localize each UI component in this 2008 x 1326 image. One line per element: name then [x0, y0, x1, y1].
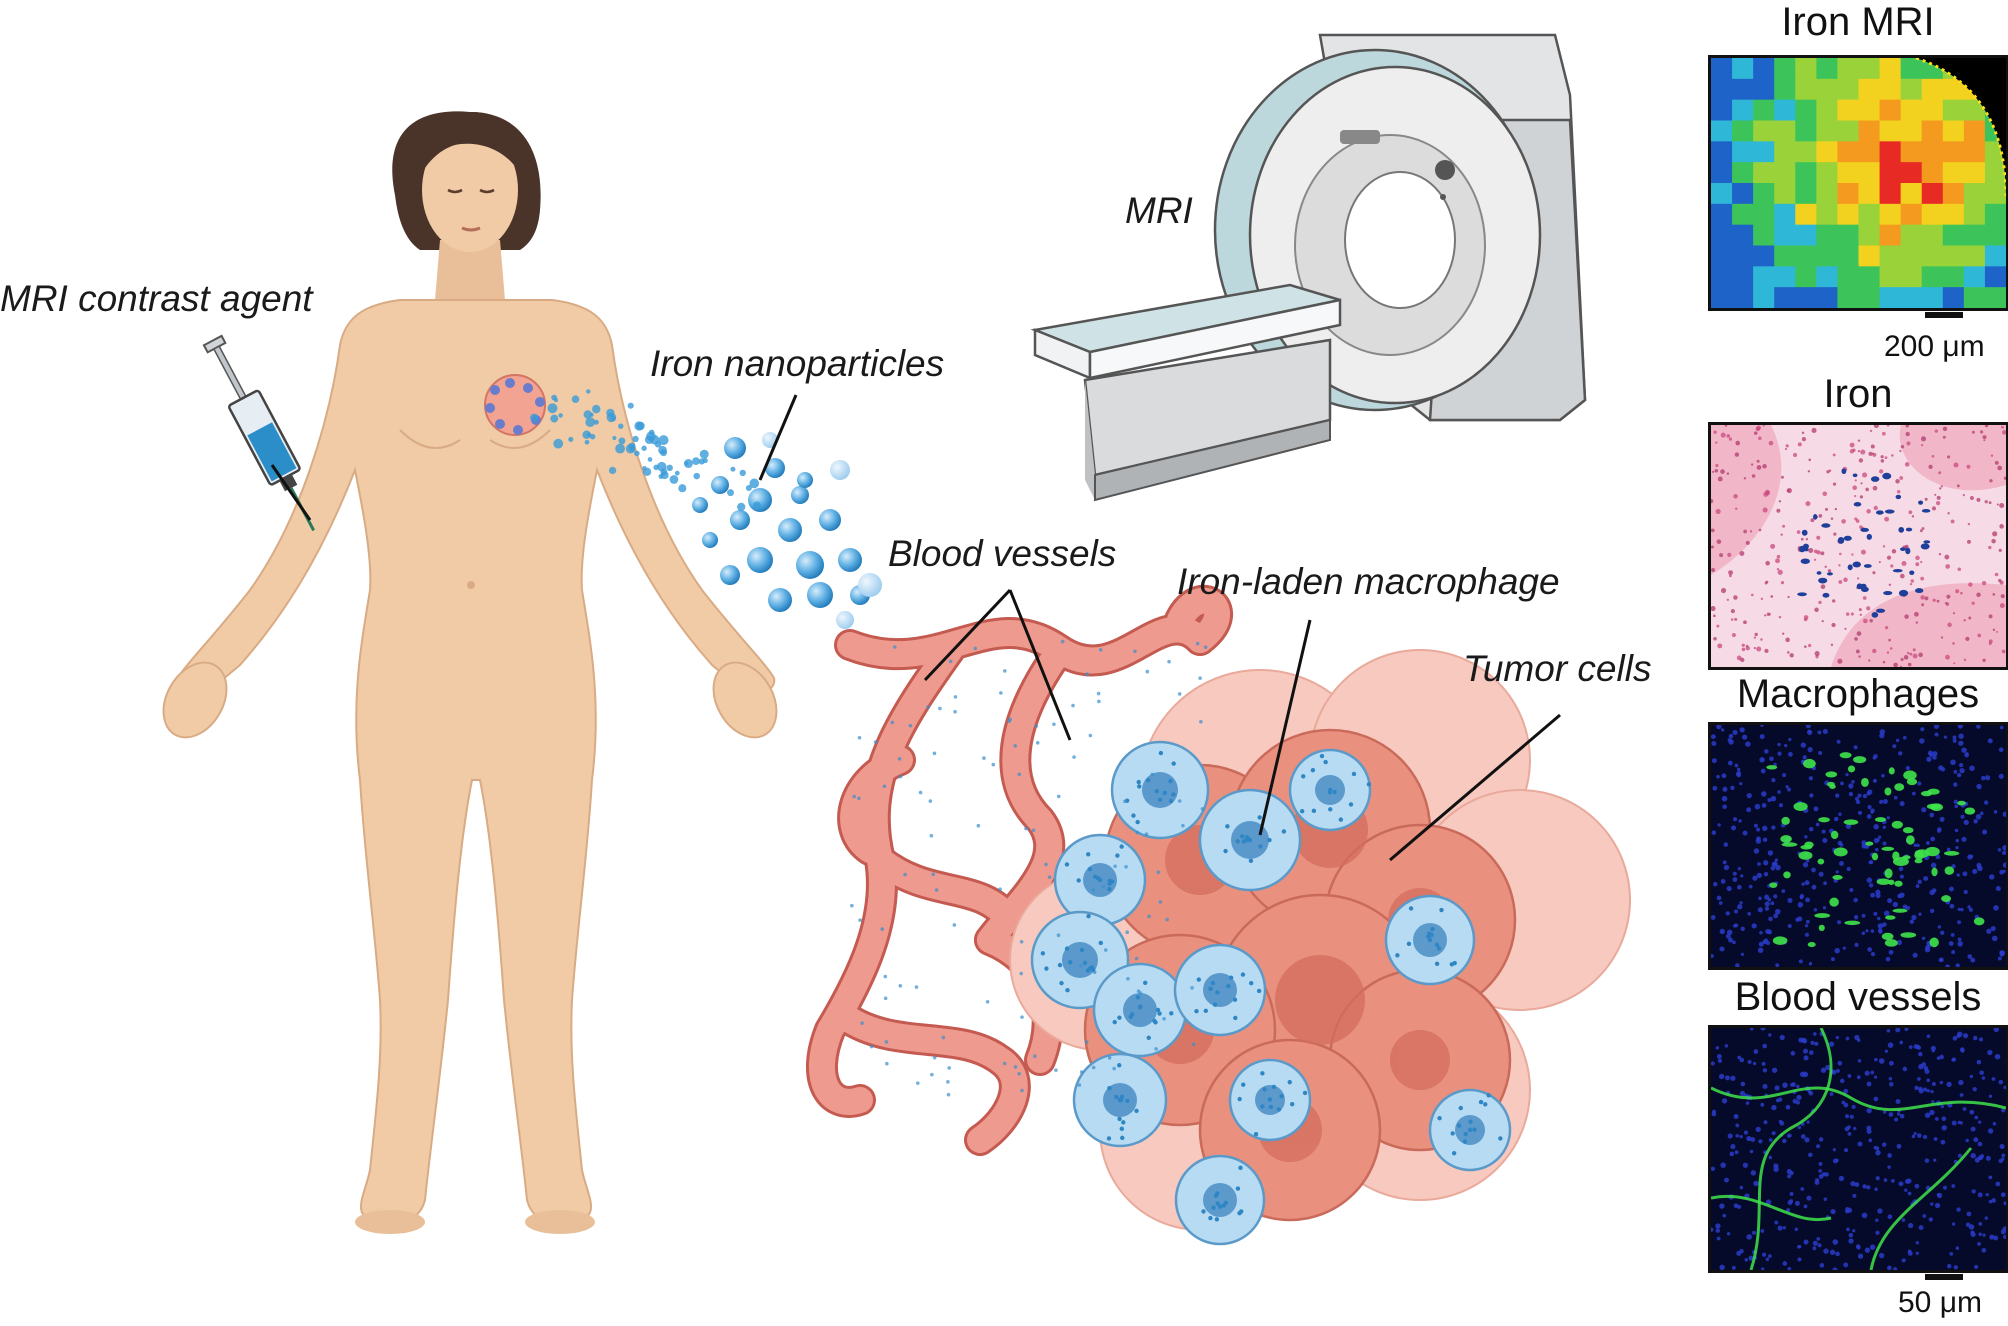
panel-title-macrophages: Macrophages — [1736, 672, 1980, 716]
scale-bar-200um — [1925, 312, 1963, 318]
scale-bar-50um — [1925, 1274, 1963, 1280]
blood-vessels-panel — [1708, 1025, 2008, 1273]
label-mri-contrast-agent: MRI contrast agent — [0, 278, 313, 319]
syringe — [202, 334, 316, 532]
intracellular-iron-dots — [850, 639, 1503, 1222]
face — [422, 128, 518, 252]
label-tumor-cells: Tumor cells — [1463, 648, 1652, 689]
mri-scanner — [1030, 33, 1587, 502]
iron-stain-panel — [1708, 422, 2008, 670]
woman-figure — [162, 111, 778, 1234]
iron-mri-heatmap — [1711, 58, 2006, 308]
iron-mri-panel — [1708, 55, 2008, 311]
iron-histology-image — [1711, 425, 2006, 667]
scale-label-50um: 50 μm — [1898, 1286, 1982, 1319]
neck — [435, 240, 505, 300]
blood-vessel-network — [806, 584, 1233, 1156]
label-iron-nanoparticles: Iron nanoparticles — [650, 343, 945, 384]
leader-lines — [758, 394, 1561, 862]
panel-title-blood-vessels: Blood vessels — [1734, 975, 1982, 1019]
label-blood-vessels: Blood vessels — [888, 533, 1117, 574]
panel-title-iron-mri: Iron MRI — [1781, 0, 1935, 44]
panel-title-iron: Iron — [1823, 372, 1893, 416]
iron-nanoparticle-stream — [530, 389, 882, 629]
label-iron-laden-macrophage: Iron-laden macrophage — [1177, 561, 1560, 602]
vessel-fluorescence-image — [1711, 1028, 2006, 1270]
torso — [176, 299, 776, 1225]
label-mri: MRI — [1125, 190, 1193, 231]
scale-label-200um: 200 μm — [1884, 330, 1985, 363]
macrophage-fluorescence-image — [1711, 725, 2006, 967]
macrophages-panel — [1708, 722, 2008, 970]
left-hand — [162, 661, 228, 739]
right-hand — [712, 661, 778, 739]
